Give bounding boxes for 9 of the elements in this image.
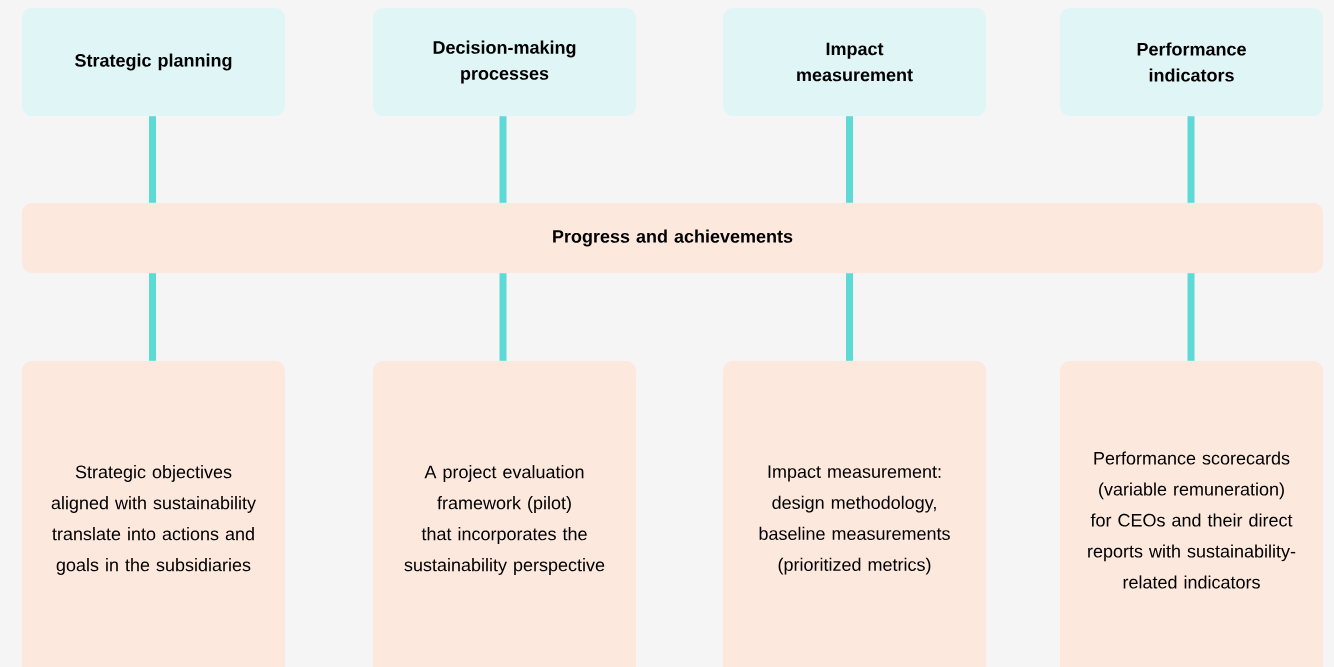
description-box: Impact measurement: design methodology, baseline measurements (prioritized metrics) bbox=[723, 361, 986, 667]
description-box: Performance scorecards (variable remuneration) for CEOs and their direct reports with sustainability-related indicators bbox=[1060, 361, 1323, 667]
header-box: Performance indicators bbox=[1060, 8, 1323, 116]
header-box: Impact measurement bbox=[723, 8, 986, 116]
header-box: Strategic planning bbox=[22, 8, 285, 116]
description-box: Strategic objectives aligned with sustainability translate into actions and goals in the subsidiaries bbox=[22, 361, 285, 667]
banner-box: Progress and achievements bbox=[22, 203, 1323, 273]
description-box: A project evaluation framework (pilot) that incorporates the sustainability perspective bbox=[373, 361, 636, 667]
header-box: Decision-making processes bbox=[373, 8, 636, 116]
